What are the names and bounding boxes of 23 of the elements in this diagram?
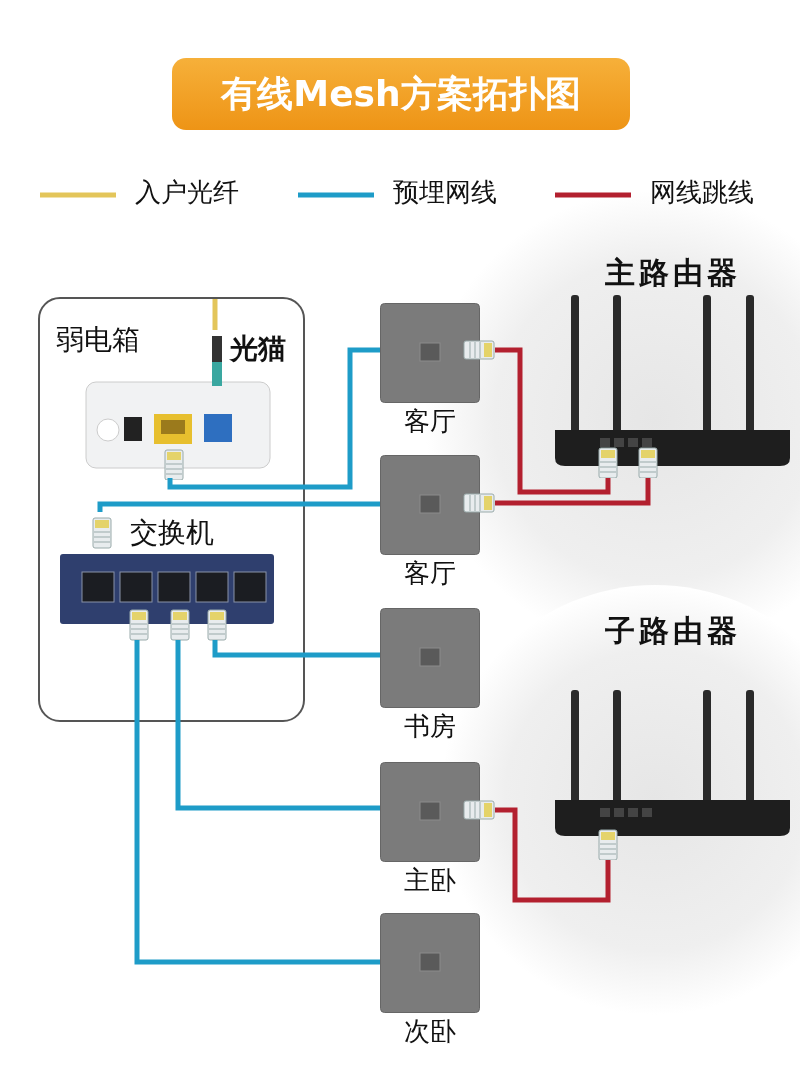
room-label: 次卧 (403, 1016, 457, 1048)
legend-label: 网线跳线 (650, 177, 754, 209)
legend-label: 预埋网线 (393, 177, 497, 209)
cable-line (212, 299, 218, 330)
switch-label: 交换机 (130, 516, 214, 550)
cable-line (167, 347, 380, 490)
distribution-box (38, 297, 305, 722)
room-label: 客厅 (403, 406, 457, 438)
cable-line (495, 347, 611, 495)
cable-line (175, 640, 380, 811)
legend-label: 入户光纤 (135, 177, 239, 209)
room-label: 主卧 (403, 865, 457, 897)
cable-line (212, 640, 380, 658)
cable-line (97, 501, 380, 512)
title-banner: 有线Mesh方案拓扑图 (172, 58, 630, 130)
router-label: 主路由器 (603, 255, 742, 291)
cable-line (495, 807, 611, 903)
router-label: 子路由器 (603, 613, 742, 649)
cabinet-label: 弱电箱 (56, 323, 140, 357)
modem-label: 光猫 (230, 332, 286, 366)
room-label: 客厅 (403, 558, 457, 590)
room-label: 书房 (403, 711, 457, 743)
cable-line (134, 640, 380, 965)
